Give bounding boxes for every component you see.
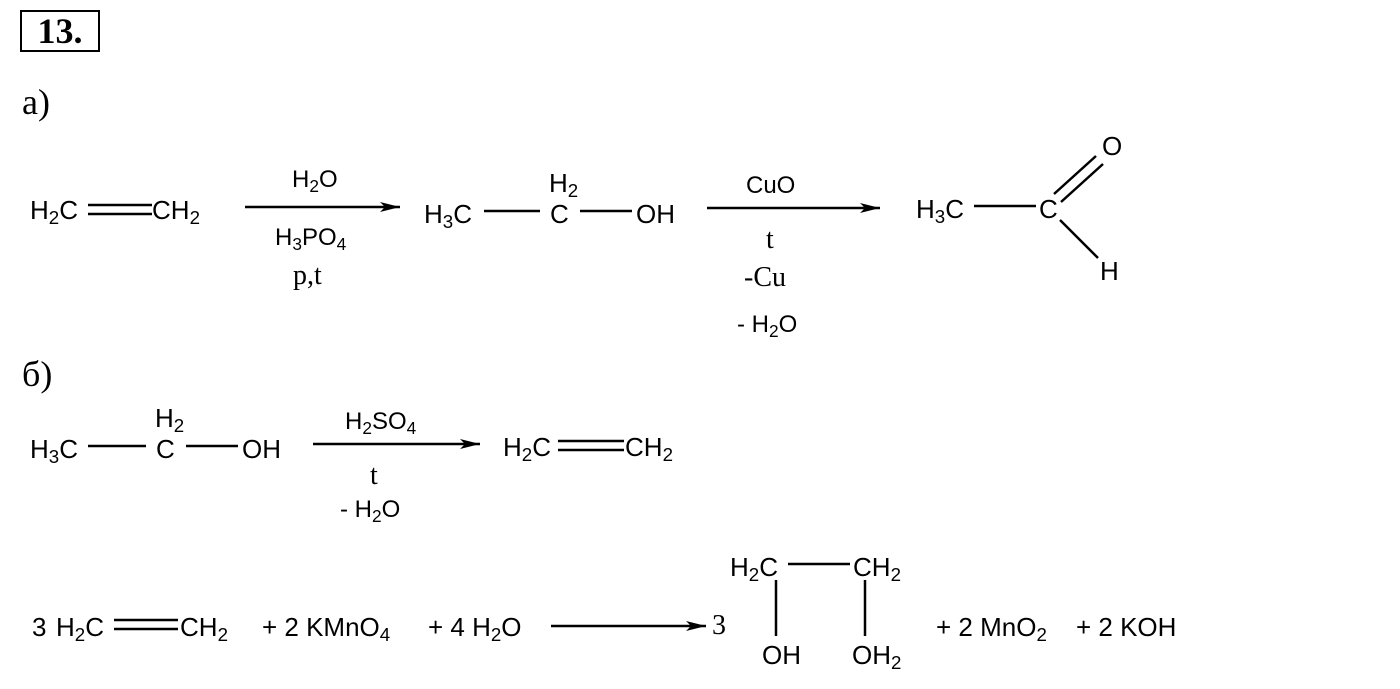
ethanol-a-ch2-h: H2 [549,168,579,202]
arrow-b1-below-1: t [370,460,378,491]
arrow-b1-below-2: - H2O [340,496,401,526]
eq2-coef-ethylene: 3 [32,612,47,642]
arrow-b1-above: H2SO4 [345,408,417,438]
carbonyl-bond-1 [1053,155,1097,195]
ethanol-b-c: C [156,434,175,464]
problem-number: 13. [20,10,100,52]
eq2-product-koh: + 2 KOH [1076,612,1177,642]
arrow-a1-below-2: p,t [293,260,322,291]
arrow-a2-above: CuO [746,172,796,199]
eq2-product-mno2: + 2 MnO2 [936,612,1047,646]
formula-text: H2C [30,195,78,229]
formula-text: CH2 [152,195,200,229]
part-b-label: б) [22,354,53,394]
eq2-coef-product: 3 [712,610,726,641]
acetaldehyde-o: O [1102,131,1123,161]
ethanol-a-ch3: H3C [424,199,472,233]
ethanol-a-c: C [550,199,569,229]
glycol-oh2: OH2 [852,640,902,674]
ethanol-a-oh: OH [636,199,675,229]
ethylene-b-left: H2C [503,432,551,466]
acetaldehyde-ch3: H3C [916,194,964,228]
carbonyl-bond-2 [1060,163,1104,203]
arrow-a1-below-1: H3PO4 [275,224,347,254]
eq2-ethylene-right: CH2 [180,612,228,646]
arrow-a2-below-1: t [766,224,774,255]
arrow-a2-below-2: -Cu [744,262,786,293]
glycol-oh1: OH [762,640,801,670]
acetaldehyde-h: H [1100,256,1119,286]
ethylene-a-right: CH2 [152,195,200,229]
part-a-label: а) [22,82,50,122]
glycol-c2: CH2 [853,552,901,586]
ethanol-b-ch3: H3C [30,434,78,468]
eq2-reagent-kmno4: + 2 KMnO4 [262,612,391,646]
bond-c-h [1059,219,1099,259]
glycol-c1: H2C [730,552,778,586]
ethylene-a-left: H2C [30,195,78,229]
ethylene-b-right: CH2 [625,432,673,466]
arrow-a2-below-3: - H2O [737,311,798,341]
eq2-ethylene-left: H2C [56,612,104,646]
arrow-a1-above: H2O [292,166,338,196]
ethanol-b-oh: OH [242,434,281,464]
ethanol-b-ch2-h: H2 [155,403,185,437]
acetaldehyde-c: C [1039,194,1058,224]
eq2-reagent-water: + 4 H2O [428,612,522,646]
